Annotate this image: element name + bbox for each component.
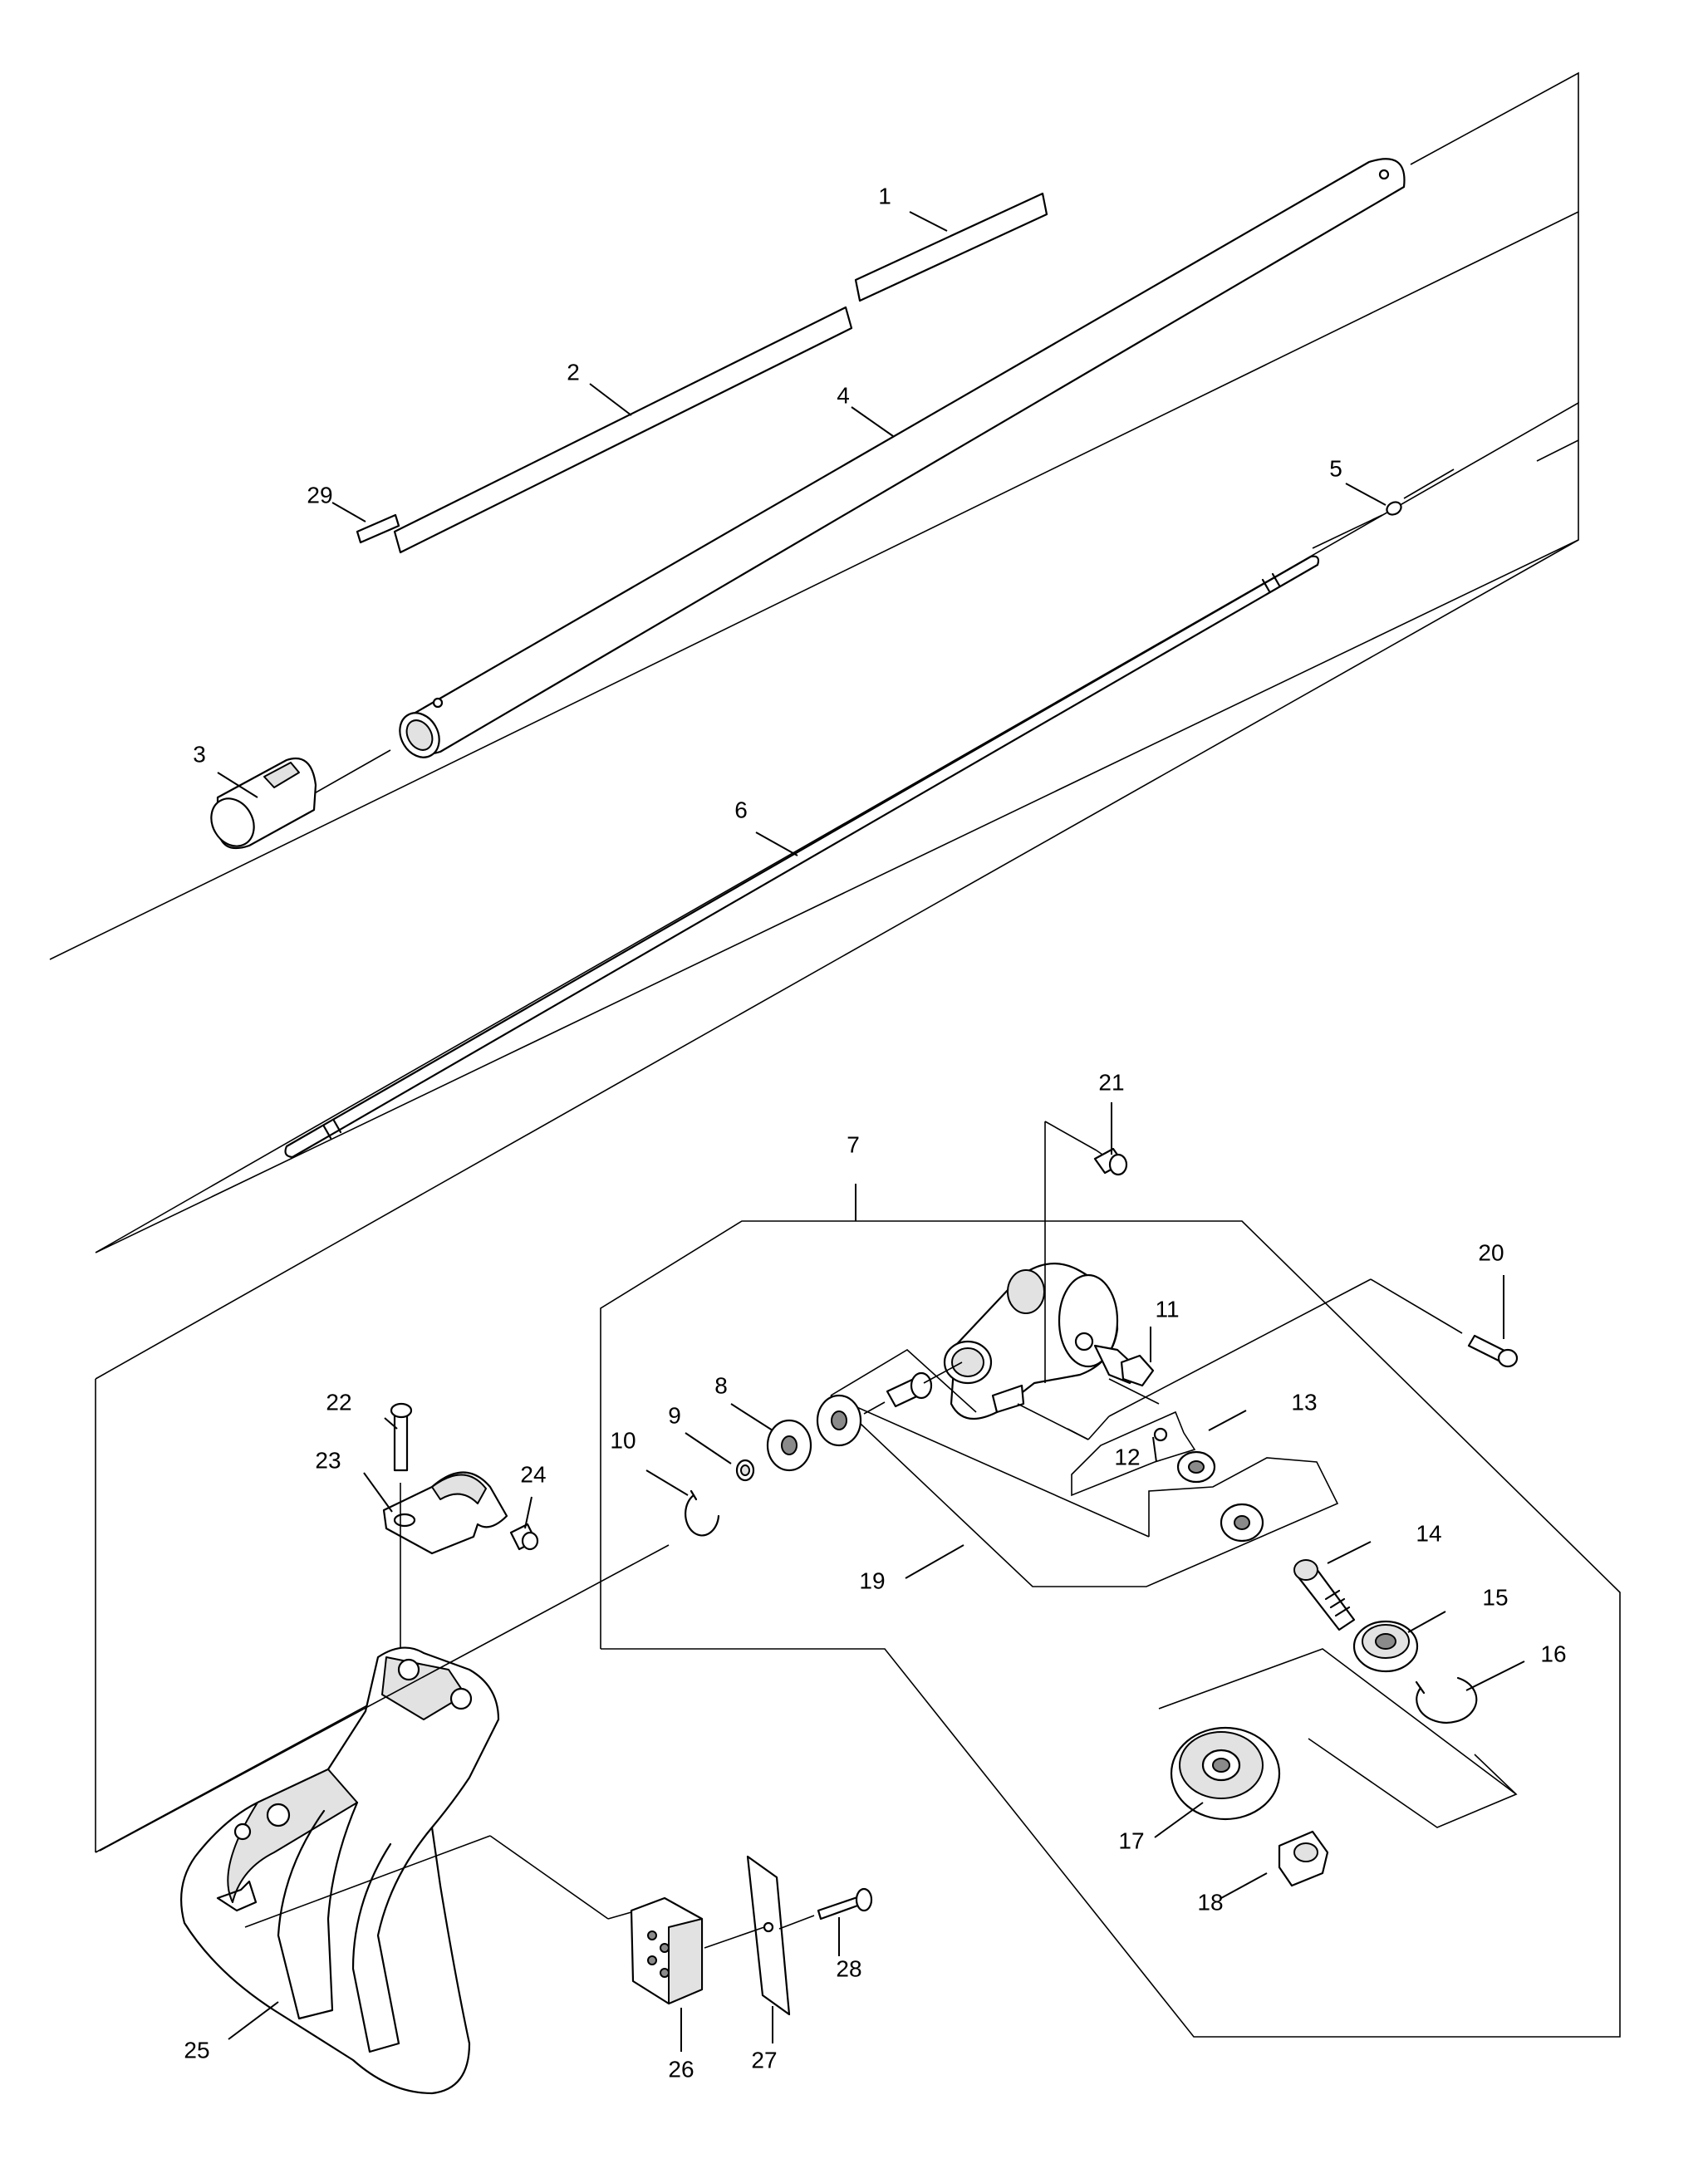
label-8: 8 — [714, 1372, 728, 1398]
nut-18 — [1278, 1830, 1329, 1887]
pinion-8 — [766, 1361, 963, 1472]
decal-1 — [854, 192, 1048, 302]
ring-9 — [735, 1459, 755, 1482]
label-6: 6 — [734, 797, 748, 822]
label-28: 28 — [836, 1955, 861, 1981]
label-1: 1 — [878, 183, 891, 208]
circlip-10 — [685, 1489, 720, 1537]
label-10: 10 — [610, 1427, 636, 1453]
label-25: 25 — [184, 2037, 209, 2063]
washer-13 — [1176, 1450, 1216, 1484]
circlip-16 — [1415, 1676, 1478, 1724]
washer-19b — [1220, 1503, 1264, 1543]
label-9: 9 — [668, 1402, 681, 1428]
bolt-24 — [509, 1523, 539, 1551]
label-12: 12 — [1114, 1444, 1140, 1469]
sub-frame-19 — [830, 1349, 1339, 1587]
drive-shaft-6 — [284, 555, 1320, 1159]
label-16: 16 — [1540, 1641, 1566, 1666]
gear-head-housing — [943, 1121, 1119, 1420]
label-13: 13 — [1291, 1389, 1317, 1415]
label-3: 3 — [193, 741, 206, 767]
label-2: 2 — [567, 359, 580, 385]
label-23: 23 — [315, 1447, 341, 1473]
shaft-tube-4 — [311, 158, 1406, 796]
label-14: 14 — [1416, 1520, 1441, 1546]
holder-17 — [1158, 1648, 1518, 1828]
gear-assembly-frame-7 — [600, 1220, 1621, 2038]
label-7: 7 — [847, 1131, 860, 1157]
label-20: 20 — [1478, 1239, 1504, 1265]
label-5: 5 — [1329, 455, 1342, 481]
ring-12 — [1153, 1427, 1168, 1442]
label-24: 24 — [520, 1461, 546, 1487]
bearing-15 — [1352, 1620, 1419, 1673]
screw-28 — [778, 1887, 873, 1930]
bolt-22 — [390, 1402, 413, 1653]
label-18: 18 — [1197, 1889, 1223, 1915]
decal-29 — [356, 513, 400, 544]
block-26 — [630, 1896, 704, 2005]
clamp-23 — [382, 1471, 508, 1555]
end-cap-3 — [210, 758, 317, 850]
label-27: 27 — [751, 2047, 777, 2073]
label-22: 22 — [326, 1389, 351, 1415]
guard-25 — [99, 1544, 670, 2095]
label-4: 4 — [837, 382, 850, 408]
bolt-11 — [1017, 1344, 1155, 1440]
leader-lines — [217, 211, 1525, 2052]
label-15: 15 — [1482, 1584, 1508, 1610]
label-29: 29 — [307, 482, 332, 508]
ring-5 — [1312, 468, 1455, 549]
label-26: 26 — [668, 2056, 694, 2082]
label-17: 17 — [1118, 1827, 1144, 1853]
label-21: 21 — [1098, 1069, 1124, 1095]
bolt-21 — [1093, 1147, 1128, 1176]
label-11: 11 — [1155, 1296, 1179, 1322]
bolt-20 — [1067, 1278, 1519, 1440]
decal-2 — [393, 306, 853, 554]
spindle-14 — [1293, 1559, 1356, 1631]
part-labels: 1 2 3 4 5 6 7 8 9 10 11 12 13 14 15 16 1… — [184, 183, 1566, 2082]
label-19: 19 — [859, 1567, 885, 1593]
plate-27 — [704, 1855, 791, 2016]
